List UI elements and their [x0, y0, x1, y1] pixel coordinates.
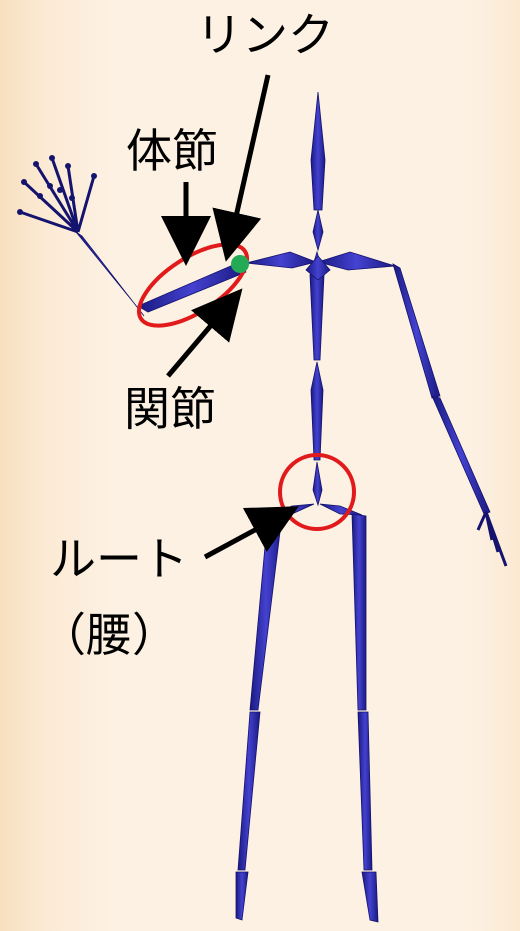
right-forearm-bone	[431, 395, 491, 515]
annotation-arrows	[161, 74, 299, 560]
joint-dot	[231, 255, 249, 273]
neck-bone	[312, 209, 324, 252]
left-shin-bone	[237, 711, 261, 871]
joint-arrow	[166, 288, 243, 378]
body-segment-label: 体節	[126, 124, 218, 178]
left-forearm-bone	[75, 231, 145, 317]
lower-spine-bone	[310, 361, 324, 461]
left-clavicle-bone	[245, 251, 318, 269]
stick-figure	[17, 91, 508, 923]
right-hand	[476, 511, 508, 567]
joint-label: 関節	[124, 382, 216, 436]
pelvis-bone	[312, 461, 323, 507]
link-arrow	[212, 74, 271, 262]
right-clavicle-bone	[316, 251, 396, 271]
root-note-label: （腰）	[40, 608, 178, 662]
right-foot-bone	[361, 871, 379, 923]
right-shin-bone	[357, 711, 373, 871]
head-bone	[310, 91, 326, 211]
root-highlight-circle	[278, 453, 356, 531]
root-arrow	[203, 506, 299, 560]
left-foot-bone	[235, 871, 249, 921]
right-hip-bone	[319, 503, 363, 516]
right-thigh-bone	[351, 513, 367, 711]
right-upper-arm-bone	[392, 263, 441, 399]
left-hip-bone	[269, 503, 315, 516]
left-hand-joints	[17, 155, 97, 215]
link-label: リンク	[196, 8, 334, 62]
left-thigh-bone	[249, 513, 283, 711]
left-hand	[19, 157, 96, 234]
root-label: ルート	[50, 532, 188, 586]
shoulder-center	[305, 255, 331, 281]
